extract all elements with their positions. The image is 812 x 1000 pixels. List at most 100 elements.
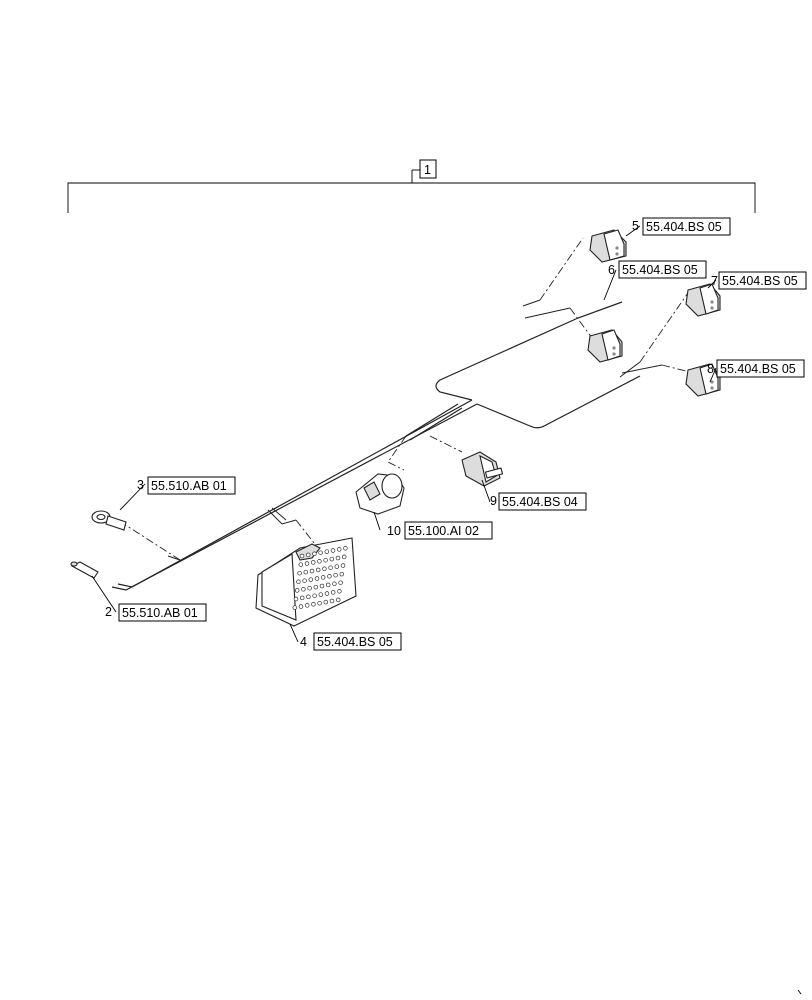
pin-cavity	[329, 556, 335, 562]
pin-cavity	[306, 594, 311, 600]
callout-8: 8 55.404.BS 05	[707, 359, 805, 378]
pin-cavity	[301, 587, 306, 592]
pin-cavity	[310, 560, 316, 565]
callout-10: 10 55.100.AI 02	[387, 521, 493, 540]
ring-terminal-3	[91, 510, 127, 531]
assembly-bracket: 1	[67, 159, 756, 213]
pin-cavity	[322, 566, 327, 572]
pin-cavity	[293, 596, 299, 602]
pin-cavity	[341, 554, 347, 560]
callout-9-ref: 55.404.BS 04	[502, 495, 578, 509]
callout-2-ref: 55.510.AB 01	[122, 606, 198, 620]
callout-9: 9 55.404.BS 04	[490, 492, 587, 511]
pin-cavity	[304, 603, 310, 608]
pin-cavity	[309, 568, 315, 574]
pin-cavity	[296, 579, 301, 585]
connector-9	[461, 451, 504, 487]
pin-cavity	[303, 569, 309, 575]
callout-7: 7 55.404.BS 05	[711, 271, 807, 290]
callout-6: 6 55.404.BS 05	[608, 260, 707, 279]
pin-cavity	[297, 570, 302, 576]
callout-leaders	[91, 225, 717, 643]
pin-cavity	[311, 602, 316, 607]
connector-5	[589, 229, 627, 263]
centerline-leaders	[123, 237, 691, 561]
callout-2-number: 2	[105, 605, 112, 619]
callout-3: 3 55.510.AB 01	[137, 476, 236, 495]
connector-4	[255, 537, 357, 627]
pin-cavity	[330, 548, 336, 553]
callout-6-ref: 55.404.BS 05	[622, 263, 698, 277]
callout-3-number: 3	[137, 478, 144, 492]
pin-cavity	[312, 551, 317, 557]
pin-cavity	[320, 575, 326, 580]
connector-8	[685, 363, 721, 397]
pin-cavity	[336, 547, 342, 552]
pin-cavity	[299, 553, 305, 559]
callout-6-number: 6	[608, 263, 615, 277]
pin-cavity	[337, 589, 342, 594]
pin-cavity	[334, 564, 340, 569]
pin-cavity	[332, 581, 337, 587]
connector-7	[685, 283, 721, 317]
pin-cavity	[324, 549, 330, 554]
callout-2: 2 55.510.AB 01	[105, 603, 207, 622]
pin-cavity	[313, 584, 319, 590]
pin-cavity	[317, 559, 322, 564]
pin-cavity	[302, 578, 307, 583]
pin-cavity	[327, 574, 332, 579]
pin-cavity	[325, 582, 331, 588]
pin-cavity	[294, 588, 300, 593]
corner-mark	[797, 989, 802, 995]
pin-cavity	[317, 600, 322, 606]
pin-cavity	[328, 565, 333, 570]
pin-cavity	[340, 563, 346, 568]
pin-cavity	[292, 605, 298, 610]
pin-cavity	[298, 562, 304, 567]
callout-10-number: 10	[387, 524, 401, 538]
callout-5-number: 5	[632, 219, 639, 233]
callout-7-number: 7	[711, 274, 718, 288]
pin-cavity	[299, 595, 305, 601]
harness-wires	[111, 299, 663, 591]
pin-cavity	[339, 571, 345, 577]
assembly-item-number: 1	[424, 163, 431, 177]
callout-3-ref: 55.510.AB 01	[151, 479, 227, 493]
pin-cavity	[333, 572, 338, 578]
callout-8-ref: 55.404.BS 05	[720, 362, 796, 376]
pin-cavity	[315, 567, 321, 573]
pin-cavity	[319, 583, 325, 589]
pin-cavity	[314, 576, 320, 581]
callout-5-ref: 55.404.BS 05	[646, 220, 722, 234]
pin-cavity	[323, 599, 329, 605]
pin-cavity	[335, 555, 341, 561]
pin-cavity	[324, 591, 330, 596]
callout-5: 5 55.404.BS 05	[632, 217, 731, 236]
pin-terminal-2	[70, 561, 99, 579]
pin-cavity	[318, 592, 324, 597]
pin-cavity	[323, 557, 328, 563]
callout-8-number: 8	[707, 362, 714, 376]
connector-10	[355, 473, 405, 515]
connector-4-pin-grid	[292, 546, 348, 610]
pin-cavity	[329, 598, 335, 604]
callout-4: 4 55.404.BS 05	[300, 632, 402, 651]
callout-7-ref: 55.404.BS 05	[722, 274, 798, 288]
pin-cavity	[305, 552, 311, 558]
pin-cavity	[318, 550, 323, 555]
pin-cavity	[312, 593, 317, 598]
pin-cavity	[335, 597, 341, 603]
connector-6	[587, 329, 623, 363]
pin-cavity	[304, 561, 310, 566]
pin-cavity	[338, 580, 343, 585]
pin-cavity	[308, 577, 314, 582]
pin-cavity	[307, 585, 312, 591]
callout-4-ref: 55.404.BS 05	[317, 635, 393, 649]
pin-cavity	[343, 546, 348, 551]
callout-9-number: 9	[490, 494, 497, 508]
pin-cavity	[298, 604, 304, 609]
pin-cavity	[330, 590, 336, 595]
callout-10-ref: 55.100.AI 02	[408, 524, 479, 538]
callout-4-number: 4	[300, 635, 307, 649]
